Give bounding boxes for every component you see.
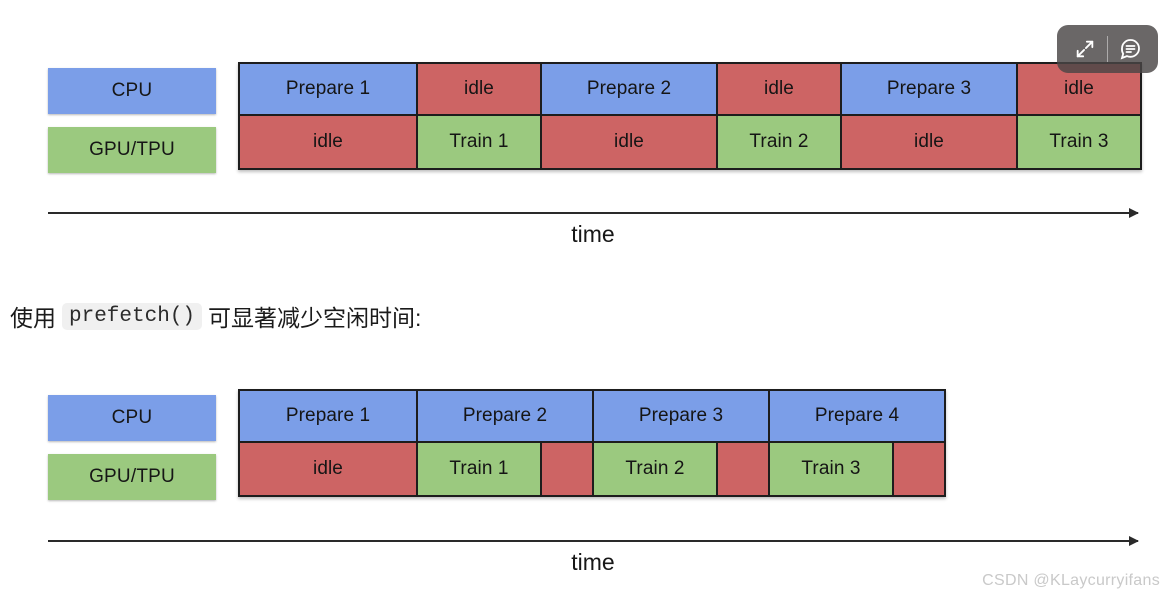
timeline-cell-prepare-2: Prepare 2 — [416, 391, 592, 443]
timeline-cell-idle: idle — [240, 116, 416, 168]
caption-before: 使用 — [10, 305, 56, 331]
timeline-cell-prepare-2: Prepare 2 — [540, 64, 716, 116]
watermark: CSDN @KLaycurryifans — [982, 572, 1160, 589]
legend-cpu: CPU — [48, 68, 216, 114]
axis-arrow-2 — [48, 536, 1139, 546]
timeline-cell-gap — [716, 443, 768, 495]
timeline-cell-train-3: Train 3 — [768, 443, 892, 495]
legend-group: CPU GPU/TPU — [48, 68, 216, 173]
timeline-cell-idle: idle — [240, 443, 416, 495]
timeline-cell-gap — [540, 443, 592, 495]
timeline-cell-idle: idle — [840, 116, 1016, 168]
legend-spacer — [48, 114, 216, 127]
prefetch-code-chip: prefetch() — [62, 302, 203, 330]
timeline-cell-idle: idle — [540, 116, 716, 168]
caption-text: 使用 prefetch() 可显著减少空闲时间: — [10, 299, 421, 333]
legend-cpu-2: CPU — [48, 395, 216, 441]
axis-label: time — [571, 221, 615, 247]
expand-icon[interactable] — [1063, 27, 1107, 71]
legend-gpu-2: GPU/TPU — [48, 454, 216, 500]
timeline-cell-idle: idle — [416, 64, 540, 116]
timeline-cell-prepare-3: Prepare 3 — [592, 391, 768, 443]
comment-icon[interactable] — [1108, 27, 1152, 71]
timeline-cell-prepare-1: Prepare 1 — [240, 64, 416, 116]
time-axis-top: time — [48, 208, 1139, 248]
toolbar-separator — [1107, 36, 1108, 62]
time-axis-bottom: time — [48, 536, 1139, 576]
timeline-cell-prepare-3: Prepare 3 — [840, 64, 1016, 116]
axis-label-2: time — [571, 549, 615, 575]
timeline-cell-train-1: Train 1 — [416, 443, 540, 495]
timeline-cell-train-3: Train 3 — [1016, 116, 1140, 168]
timeline-cell-train-2: Train 2 — [592, 443, 716, 495]
image-toolbar[interactable] — [1057, 25, 1158, 73]
timeline-cell-gap — [892, 443, 944, 495]
legend-group-2: CPU GPU/TPU — [48, 395, 216, 500]
timeline-cell-idle: idle — [716, 64, 840, 116]
legend-spacer-2 — [48, 441, 216, 454]
legend-gpu: GPU/TPU — [48, 127, 216, 173]
timeline-cell-train-1: Train 1 — [416, 116, 540, 168]
axis-arrow — [48, 208, 1139, 218]
caption-after: 可显著减少空闲时间: — [208, 305, 422, 331]
timeline-cell-prepare-1: Prepare 1 — [240, 391, 416, 443]
timeline-cell-prepare-4: Prepare 4 — [768, 391, 944, 443]
timeline-cell-train-2: Train 2 — [716, 116, 840, 168]
